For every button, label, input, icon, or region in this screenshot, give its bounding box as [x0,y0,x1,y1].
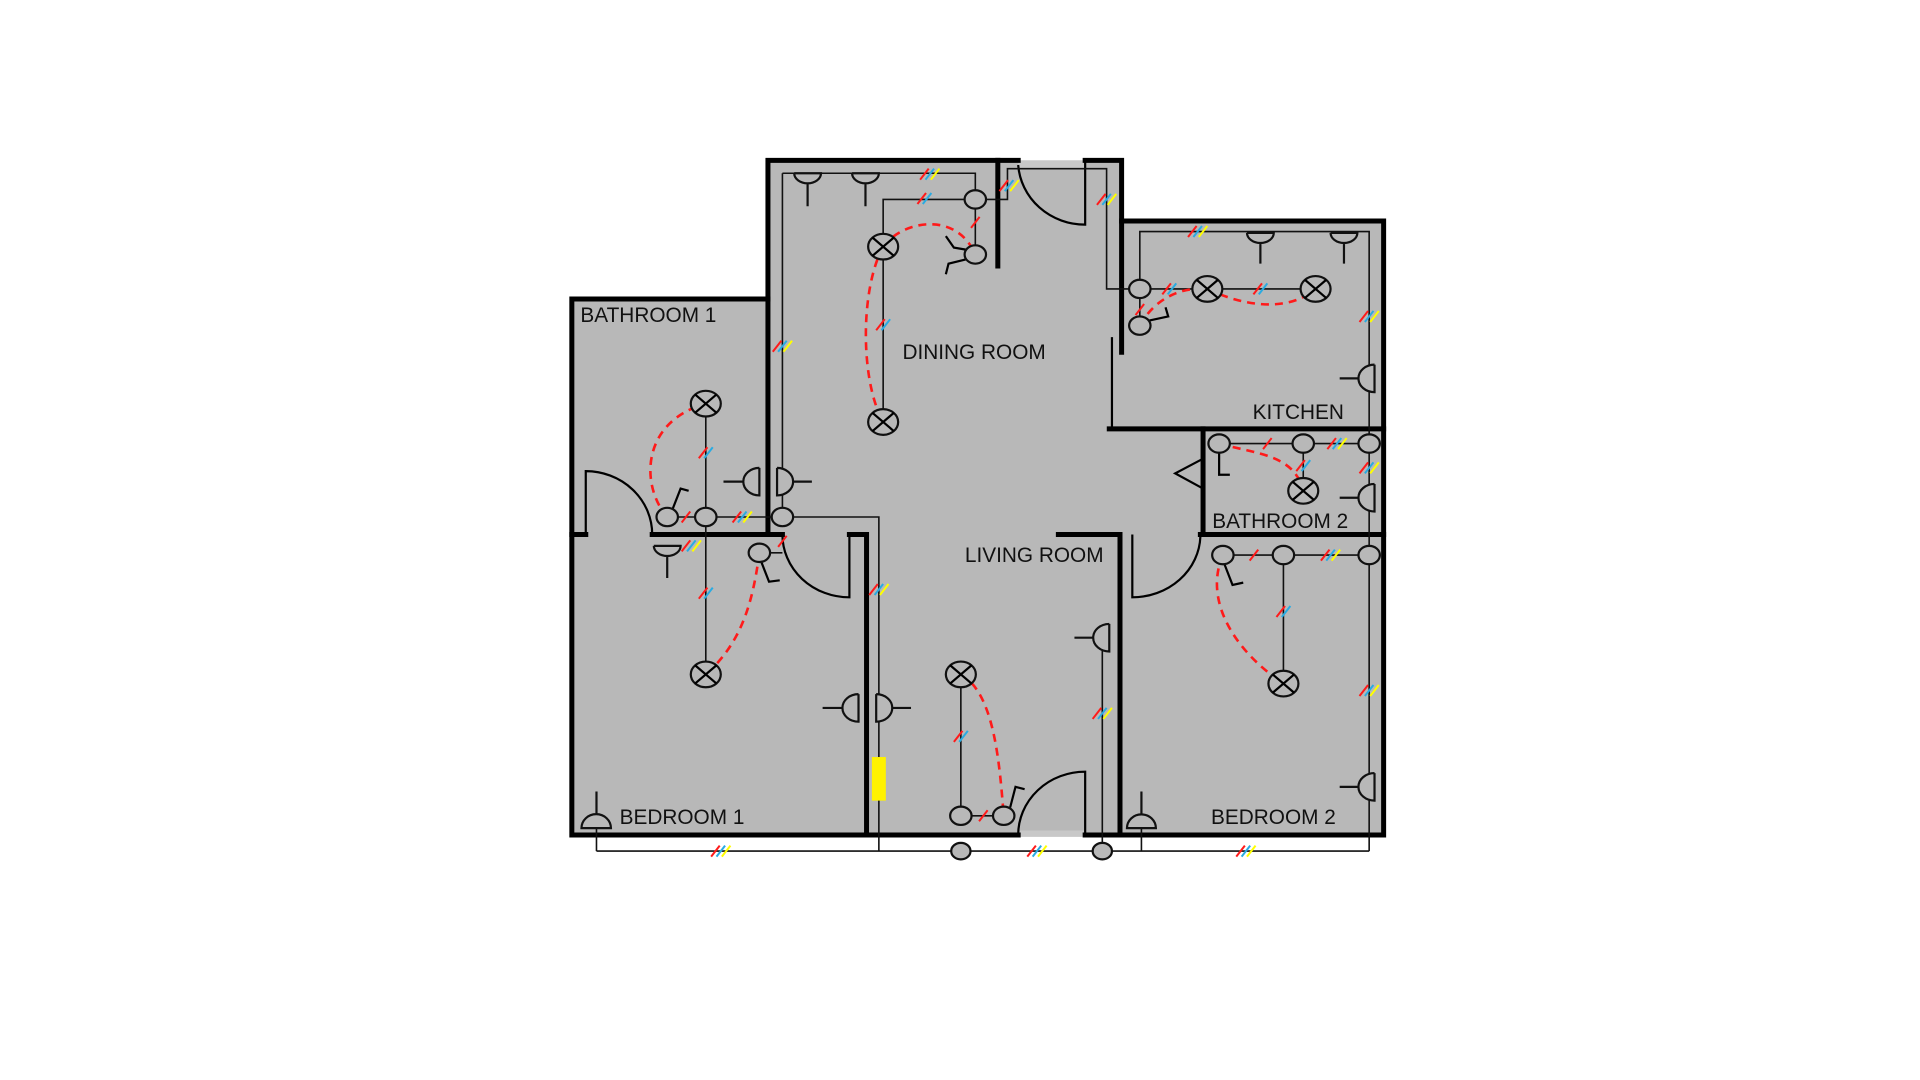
ceiling-lamp-icon [868,234,898,260]
wire-tick-mark [999,180,1018,191]
switch-icon [965,190,986,208]
doors [586,160,1203,835]
switch-icon [772,508,793,526]
pendant-lamp-icon [1331,233,1358,264]
switch-icon [1358,434,1379,452]
floor-area [571,160,1384,836]
wire-tick-mark [1321,550,1340,561]
pendant-lamps [654,173,1358,579]
door-bedroom2 [1132,534,1200,597]
wire-tick-mark [1236,846,1255,857]
outlet-icon [876,694,912,722]
switch-icon [1212,546,1233,564]
ceiling-lamp-icon [691,662,721,688]
switch-icon [1293,434,1314,452]
switch-icon [749,544,770,562]
pendant-lamp-icon [794,173,821,207]
door-bathroom2-triangle [1175,459,1203,489]
wire-tick-mark [917,193,931,204]
wire-tick-mark [1097,194,1116,205]
door-entrance [1018,772,1085,835]
outlet-icon [1339,484,1375,512]
wire-tick-mark [1360,311,1379,322]
outlet-icon [723,468,759,496]
outlet-icon [777,468,812,496]
door-bedroom1 [782,534,849,597]
switch-icon [950,807,971,825]
switch-icon [1129,280,1150,298]
ceiling-lamp-icon [1301,276,1331,302]
outlet-icon [1339,773,1375,801]
pendant-lamp-icon [1247,233,1274,264]
room-label-bathroom1: BATHROOM 1 [580,304,716,327]
door-bathroom1 [586,471,652,534]
floor-lamp-icon [581,791,610,828]
ceiling-lamp-icon [1268,671,1298,697]
wire-tick-mark [699,588,713,599]
wire-tick-mark [1263,438,1272,449]
room-label-bedroom2: BEDROOM 2 [1211,806,1336,829]
wire-tick-mark [733,511,752,522]
outlet-icon [1339,365,1375,393]
wire-tick-mark [1253,283,1267,294]
pendant-lamp-icon [654,546,681,579]
wire-tick-mark [869,584,888,595]
door-dining [1018,160,1085,224]
door-gap-top [1018,160,1086,170]
wire-tick-mark [778,536,787,547]
room-label-dining: DINING ROOM [902,341,1045,364]
wire-tick-mark [1296,460,1310,471]
wire-tick-mark [1276,606,1290,617]
switch-icon [1273,546,1294,564]
outer-walls [572,160,1384,835]
wire-tick-mark [971,217,980,228]
room-label-bedroom1: BEDROOM 1 [620,806,745,829]
outlet-icon [822,694,859,722]
wire-tick-mark [682,540,701,551]
switch-icon [695,508,716,526]
pendant-lamp-icon [852,173,879,207]
wire-tick-mark [1250,550,1259,561]
floor-lamp-icon [1127,791,1156,828]
wire-tick-mark [920,169,939,180]
ceiling-lamp-icon [1288,478,1318,504]
wire-tick-mark [954,731,968,742]
switch-icon [965,245,986,263]
wire-tick-mark [1360,685,1379,696]
switch-icon [1358,546,1379,564]
switch-icon [1129,316,1150,334]
wire-tick-mark [1188,226,1207,237]
switch-levers [673,236,1244,807]
outlet-icon [1074,624,1109,652]
wire-tick-mark [699,447,713,458]
wire-tick-mark [1027,846,1046,857]
switch-icon [951,843,970,860]
distribution-panel [871,757,886,801]
wire-tick-mark [773,341,792,352]
wire-tick-mark [1136,304,1145,315]
outlets [723,365,1374,801]
door-gap-bottom [1018,830,1086,837]
switch-icon [656,508,677,526]
ceiling-lamp-icon [1192,276,1222,302]
wire-tick-mark [711,846,730,857]
wire-tick-mark [682,511,691,522]
room-label-bathroom2: BATHROOM 2 [1212,510,1348,533]
ceiling-lamp-icon [868,409,898,435]
wire-tick-mark [876,319,890,330]
wire-tick-mark [1093,708,1112,719]
switch-icon [1093,843,1112,860]
wire-tick-mark [1162,283,1176,294]
room-label-kitchen: KITCHEN [1253,401,1344,424]
interior-walls [572,160,1384,835]
switch-icon [1208,434,1229,452]
wire-tick-mark [1327,438,1346,449]
ceiling-lamp-icon [691,391,721,417]
wire-tick-mark [979,810,988,821]
wire-tick-mark [1360,462,1379,473]
room-label-living: LIVING ROOM [965,544,1104,567]
switch-icon [993,807,1014,825]
ceiling-lamp-icon [946,662,976,688]
